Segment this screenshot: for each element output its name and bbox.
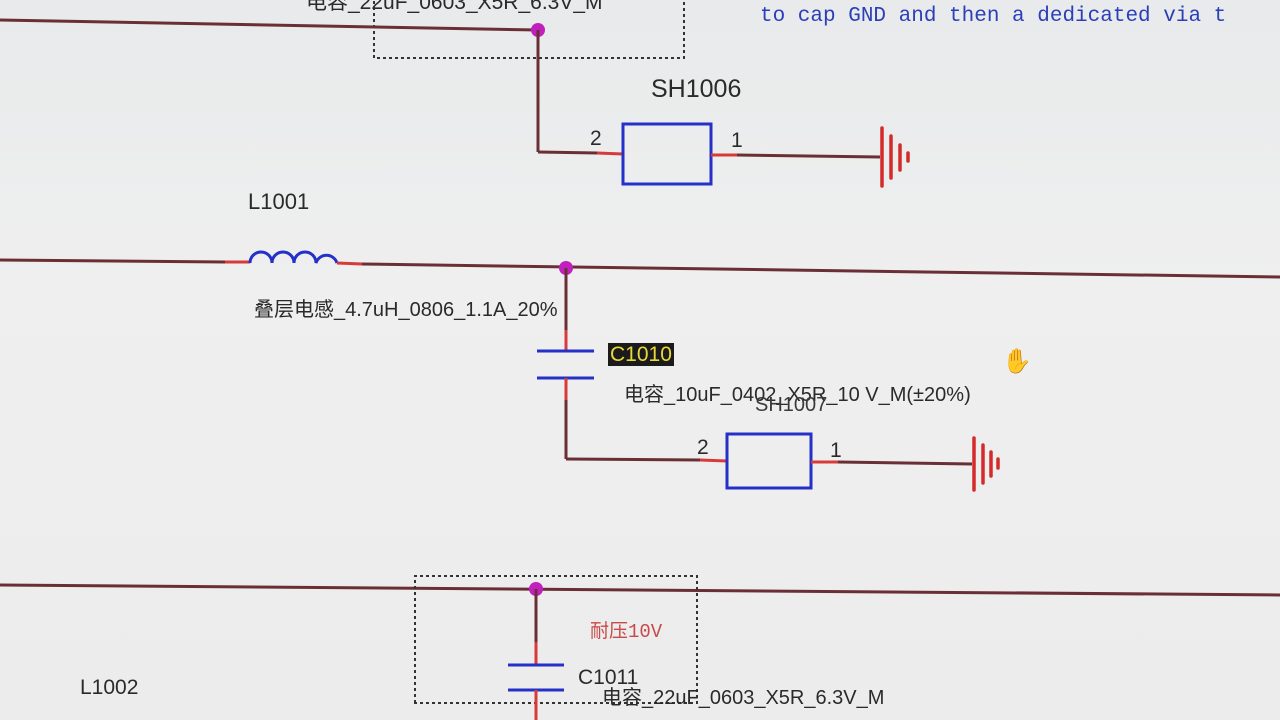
l1001-right-wire	[361, 262, 1280, 279]
l1001-coil	[248, 250, 339, 264]
ground-symbol-2	[972, 436, 1000, 492]
sh1006-left-wire	[537, 150, 598, 155]
c1011-value: 电容_22uF_0603_X5R_6.3V_M	[602, 687, 885, 709]
l1002-ref[interactable]: L1002	[80, 676, 139, 699]
sh1007-pin2	[699, 458, 728, 463]
sh1007-left-wire	[565, 457, 701, 462]
c1011-voltage-note: 耐压10V	[590, 621, 663, 643]
top-net-wire	[0, 18, 539, 32]
sh1006-pin1-label: 1	[731, 129, 743, 152]
sh1006-pin2	[596, 151, 624, 156]
sh1006-right-wire	[736, 153, 881, 159]
c1011-dotted-outline	[414, 575, 698, 704]
sh1006-ref[interactable]: SH1006	[651, 75, 742, 103]
l1001-value: 叠层电感_4.7uH_0806_1.1A_20%	[254, 299, 558, 321]
c1010-value: 电容_10uF_0402_X5R_10 V_M(±20%)	[624, 384, 971, 406]
ground-symbol-1	[880, 126, 910, 188]
sh1006-pin2-label: 2	[590, 127, 602, 150]
sh1007-ref[interactable]: SH1007	[755, 394, 828, 416]
hand-grab-icon: ✋	[1002, 347, 1032, 375]
l1001-left-wire	[0, 258, 226, 264]
l1001-pin-right	[336, 261, 363, 266]
sh1006-body	[621, 122, 713, 186]
c1010-ref[interactable]: C1010	[608, 343, 674, 366]
c1011-ref[interactable]: C1011	[578, 666, 639, 689]
sh1007-pin2-label: 2	[697, 436, 709, 459]
design-note-text: to cap GND and then a dedicated via t	[760, 5, 1227, 28]
sh1007-right-wire	[837, 460, 973, 466]
sh1007-pin1-label: 1	[830, 439, 842, 462]
sh1007-body	[725, 432, 813, 490]
l1001-ref[interactable]: L1001	[248, 189, 310, 214]
bottom-net-wire	[0, 583, 1280, 597]
top-capacitor-value: 电容_22uF_0603_X5R_6.3V_M	[306, 0, 603, 14]
